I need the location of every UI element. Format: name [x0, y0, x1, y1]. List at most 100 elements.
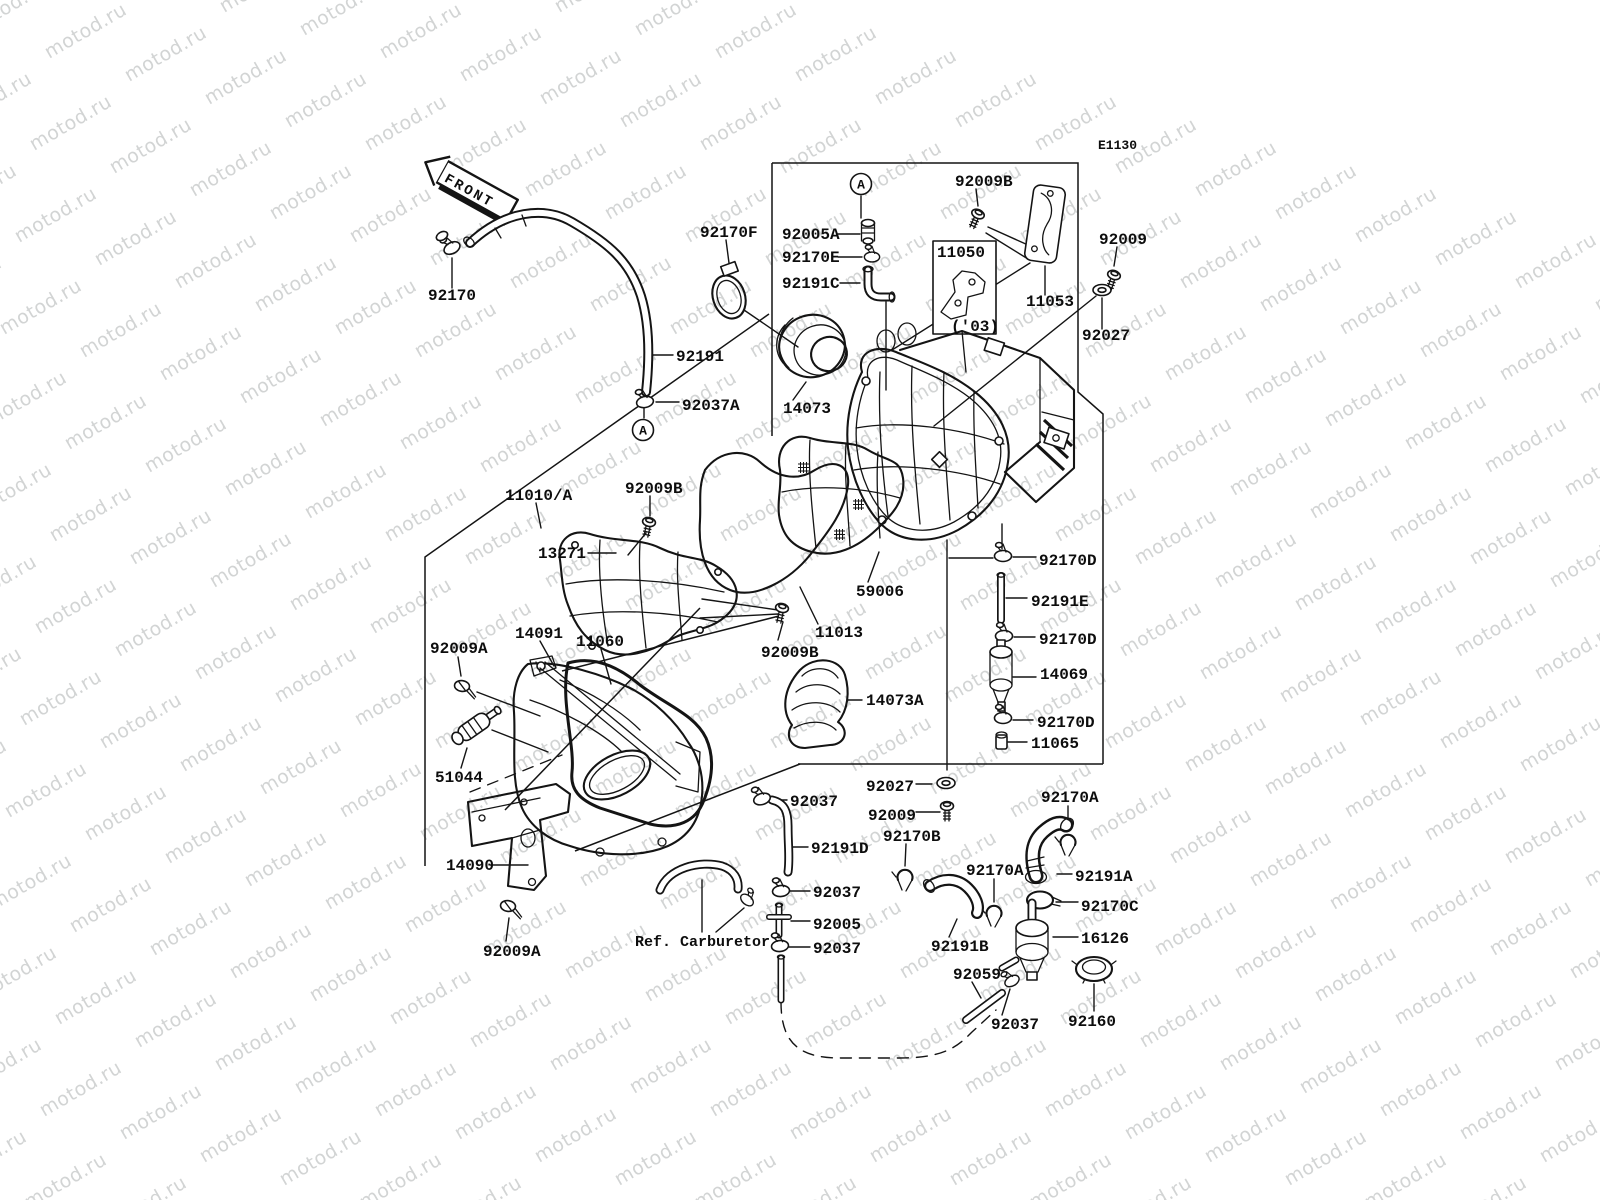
- label-92170e: 92170E: [782, 249, 840, 267]
- part-92160-ring: [1071, 955, 1117, 984]
- label-59006: 59006: [856, 583, 904, 601]
- part-92005a-nipple: [860, 218, 876, 245]
- label-13271: 13271: [538, 545, 586, 563]
- part-drawings: FRONT A A: [424, 155, 1123, 1024]
- part-92170d-clamp-2: [994, 621, 1014, 643]
- part-92027-washer-top: [1092, 283, 1112, 297]
- label-92037a: 92037A: [682, 397, 740, 415]
- label-92037-hose-top: 92037: [790, 793, 838, 811]
- label-92027-top: 92027: [1082, 327, 1130, 345]
- part-14090-bracket: [466, 754, 572, 892]
- label-11060: 11060: [576, 633, 624, 651]
- label-92170a-left: 92170A: [966, 862, 1024, 880]
- label-14069: 14069: [1040, 666, 1088, 684]
- part-92170f-clamp: [711, 260, 747, 320]
- part-ref-carb-hose: [655, 859, 761, 909]
- label-92170: 92170: [428, 287, 476, 305]
- part-11010-housing-case: [876, 322, 1076, 504]
- label-92009b-top: 92009B: [955, 173, 1013, 191]
- label-92160: 92160: [1068, 1013, 1116, 1031]
- label-92009: 92009: [1099, 231, 1147, 249]
- label-layer: E1130 92170 92191 92037A 92170F 92005A 9…: [428, 138, 1147, 1034]
- part-92170-clamp: [435, 230, 463, 258]
- part-14073-boot: [776, 313, 848, 379]
- label-14091: 14091: [515, 625, 563, 643]
- part-92027-washer-bottom: [936, 776, 956, 790]
- part-92191d-hose: [767, 795, 794, 877]
- part-92037-low-clamp: [769, 930, 790, 954]
- label-11050: 11050: [937, 244, 985, 262]
- part-92170c-clamp: [1025, 890, 1062, 910]
- part-51044-valve: [451, 705, 502, 746]
- label-92191c: 92191C: [782, 275, 840, 293]
- label-11010a: 11010/A: [505, 487, 573, 505]
- part-11053-plate: [1023, 184, 1067, 264]
- part-92009-bottom-screw: [939, 800, 955, 822]
- part-overflow-tube: [776, 954, 786, 1004]
- label-92037-mid: 92037: [813, 884, 861, 902]
- part-14069-filter: [989, 639, 1013, 712]
- part-right-column: [989, 541, 1014, 750]
- label-16126: 16126: [1081, 930, 1129, 948]
- svg-text:A: A: [857, 178, 865, 193]
- part-housing-cover: [846, 347, 1010, 541]
- label-92005a: 92005A: [782, 226, 840, 244]
- part-92009a-left-screw: [452, 678, 479, 700]
- label-92191e: 92191E: [1031, 593, 1089, 611]
- label-14090: 14090: [446, 857, 494, 875]
- part-92170e-clamp: [863, 244, 881, 263]
- label-92037-low: 92037: [813, 940, 861, 958]
- label-11053: 11053: [1026, 293, 1074, 311]
- part-92170d-clamp-1: [993, 541, 1013, 563]
- detail-marker-a-top: A: [849, 172, 873, 196]
- label-diagram-code: E1130: [1098, 138, 1137, 153]
- part-92170b-clamp: [890, 868, 914, 893]
- label-92009a-left: 92009A: [430, 640, 488, 658]
- part-92191c-elbow: [862, 265, 896, 303]
- label-14073: 14073: [783, 400, 831, 418]
- part-16126-valve: [998, 898, 1049, 981]
- label-92009b-mid: 92009B: [625, 480, 683, 498]
- part-11050-box: [932, 240, 997, 335]
- part-14091-case: [512, 655, 704, 857]
- label-92191: 92191: [676, 348, 724, 366]
- part-92170a-top-clamp: [1053, 833, 1077, 858]
- part-92191-hose: [463, 207, 654, 397]
- label-92059: 92059: [953, 966, 1001, 984]
- label-92191a: 92191A: [1075, 868, 1133, 886]
- label-ref-carburetor: Ref. Carburetor: [635, 934, 770, 951]
- boundary-lines: [424, 162, 1104, 866]
- part-11065-cap: [995, 731, 1008, 750]
- part-92191a-duct: [1024, 815, 1075, 885]
- label-11013: 11013: [815, 624, 863, 642]
- part-92009a-bottom-screw: [498, 898, 525, 920]
- label-92027-bottom: 92027: [866, 778, 914, 796]
- detail-marker-a-bottom: A: [631, 418, 655, 442]
- label-92191d: 92191D: [811, 840, 869, 858]
- part-92170d-clamp-3: [993, 703, 1013, 725]
- label-92009a-bottom: 92009A: [483, 943, 541, 961]
- part-92191b-hose: [922, 873, 984, 919]
- label-92005: 92005: [813, 916, 861, 934]
- label-92170a-top: 92170A: [1041, 789, 1099, 807]
- label-92170f: 92170F: [700, 224, 758, 242]
- part-14073a-duct: [784, 659, 849, 750]
- label-14073a: 14073A: [866, 692, 924, 710]
- part-92170a-left-clamp: [979, 904, 1003, 929]
- part-92009b-mid-screw: [638, 515, 658, 539]
- part-92037-mid-clamp: [770, 875, 791, 899]
- part-92005-t-fitting: [766, 902, 792, 939]
- label-92009b-low: 92009B: [761, 644, 819, 662]
- part-11060-gasket: [564, 659, 714, 828]
- label-92170d-2: 92170D: [1039, 631, 1097, 649]
- label-92009-bottom: 92009: [868, 807, 916, 825]
- svg-text:A: A: [639, 424, 647, 439]
- label-year-note: ('03): [951, 318, 999, 336]
- label-92170b: 92170B: [883, 828, 941, 846]
- front-arrow: FRONT: [424, 155, 519, 226]
- part-92009b-top-screw: [965, 206, 987, 232]
- part-59006-element: [777, 435, 905, 555]
- label-92191b: 92191B: [931, 938, 989, 956]
